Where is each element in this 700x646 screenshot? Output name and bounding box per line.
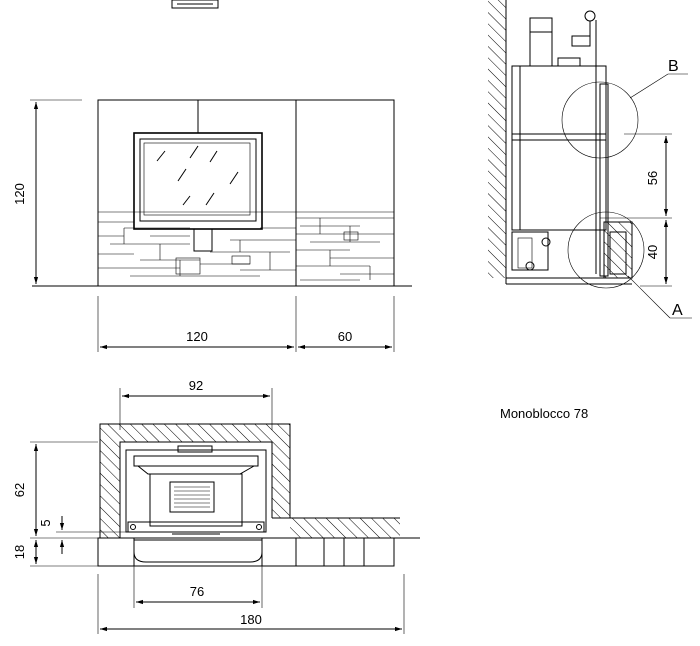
section-dim-lower: 40 bbox=[645, 245, 660, 259]
valve-gauge bbox=[584, 10, 596, 22]
plan-base-plinth bbox=[97, 537, 395, 567]
top-stub bbox=[171, 0, 219, 9]
flue-pipe bbox=[529, 17, 553, 67]
front-view: 120 120 60 bbox=[12, 0, 412, 352]
plan-front-tray bbox=[133, 539, 263, 563]
plan-door-strip bbox=[127, 521, 265, 533]
plan-small-label: 5 bbox=[38, 519, 53, 526]
firebox-body bbox=[511, 65, 607, 231]
callout-b: B bbox=[668, 58, 679, 75]
front-side-width-label: 60 bbox=[338, 329, 352, 344]
front-height-dimension: 120 bbox=[12, 99, 82, 284]
plan-depth-label: 62 bbox=[12, 483, 27, 497]
front-width-dimensions: 120 60 bbox=[97, 296, 395, 352]
front-width-label: 120 bbox=[186, 329, 208, 344]
section-dim-upper: 56 bbox=[645, 171, 660, 185]
plan-base-label: 18 bbox=[12, 545, 27, 559]
glass-reflection-marks bbox=[156, 145, 239, 206]
section-base-hatch bbox=[603, 221, 633, 279]
section-height-dimensions: 56 40 bbox=[600, 133, 672, 287]
fireplace-base-block bbox=[193, 228, 213, 252]
detail-circle-b bbox=[561, 81, 639, 159]
plan-top-width-label: 92 bbox=[189, 378, 203, 393]
plan-total-width-label: 180 bbox=[240, 612, 262, 627]
detail-circle-a bbox=[567, 211, 645, 289]
plan-left-dimensions: 62 18 5 bbox=[12, 441, 126, 567]
plan-view: 92 bbox=[12, 378, 420, 634]
plan-enclosure-hatch bbox=[100, 424, 290, 538]
plan-inner-width-label: 76 bbox=[190, 584, 204, 599]
plan-top-dimension: 92 bbox=[119, 378, 273, 430]
model-caption: Monoblocco 78 bbox=[500, 406, 588, 421]
fireplace-frame-inner bbox=[139, 138, 257, 222]
front-height-label: 120 bbox=[12, 183, 27, 205]
stone-band bbox=[98, 211, 394, 281]
plan-bottom-dimensions: 76 180 bbox=[97, 566, 405, 634]
section-wall-hatch bbox=[488, 0, 506, 278]
section-view: B A 56 40 bbox=[488, 0, 692, 319]
ash-pan bbox=[511, 231, 549, 271]
plan-wall-hatch bbox=[290, 518, 400, 538]
plan-grille bbox=[169, 481, 215, 513]
callout-a: A bbox=[672, 302, 683, 319]
fireplace-frame-outer bbox=[133, 132, 263, 230]
fireplace-glass bbox=[143, 142, 251, 216]
